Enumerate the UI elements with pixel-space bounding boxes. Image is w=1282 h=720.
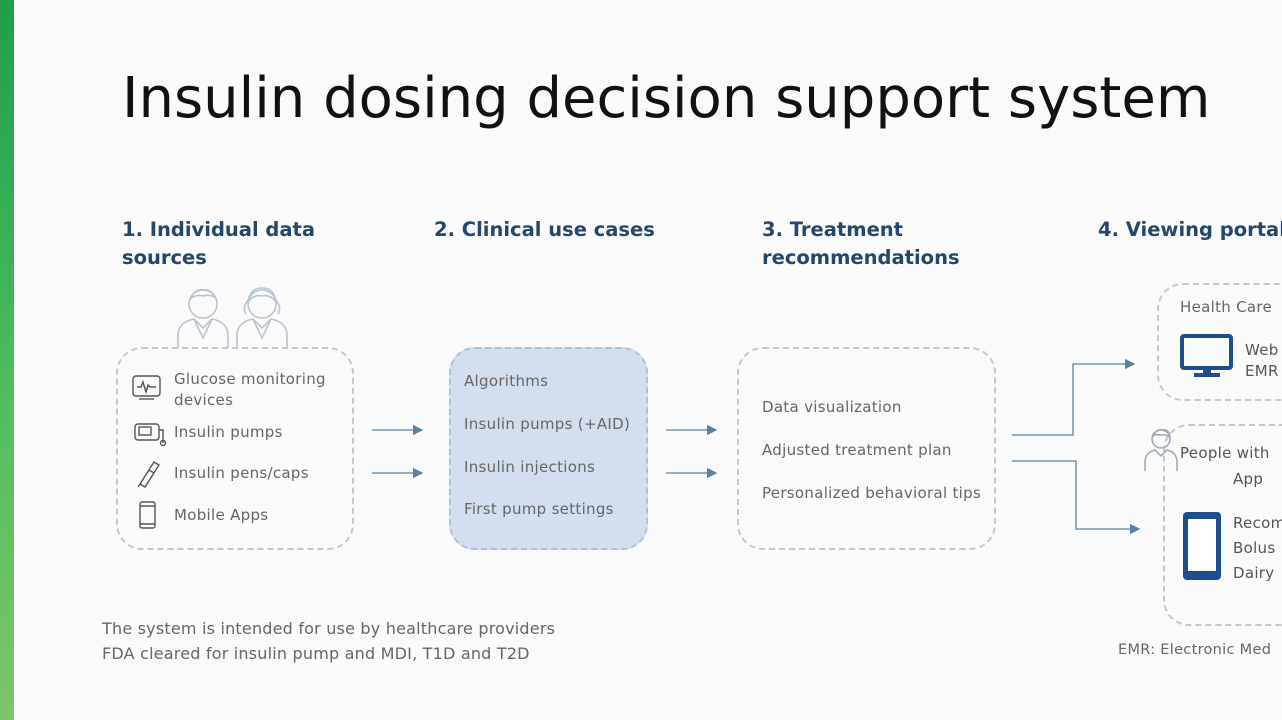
use-case-item: Insulin pumps (+AID) [464,415,631,433]
data-sources-box [116,347,354,550]
recommendation-item: Personalized behavioral tips [762,484,982,502]
note-line: The system is intended for use by health… [102,619,556,638]
mobile-phone-icon [139,501,156,529]
use-case-item: Algorithms [464,372,549,390]
item-text: App [1233,470,1264,488]
heading-treatment-recommendations: 3. Treatment recommendations [762,216,960,272]
heading-line: sources [122,246,207,269]
footer-notes: The system is intended for use by health… [102,616,555,666]
heading-line: 4. Viewing portal [1098,218,1282,241]
heading-line: 3. Treatment [762,218,903,241]
people-app-portal-box [1163,424,1282,626]
recommendation-item: Data visualization [762,398,902,416]
recommendation-item: Adjusted treatment plan [762,441,952,459]
use-case-item: First pump settings [464,500,614,518]
data-source-item: Mobile Apps [174,505,268,526]
item-text: Glucose monitoring [174,370,326,388]
heading-line: 1. Individual data [122,218,316,241]
desktop-monitor-icon [1180,334,1233,377]
item-text: Insulin pumps [174,423,283,441]
item-text: People with [1180,444,1270,462]
treatment-recommendations-box [737,347,996,550]
data-source-item: Insulin pens/caps [174,463,309,484]
insulin-pump-icon [134,423,167,447]
health-care-portal-box [1157,283,1282,401]
note-line: FDA cleared for insulin pump and MDI, T1… [102,644,530,663]
use-case-item: Insulin injections [464,458,596,476]
item-text: Dairy [1233,564,1275,582]
heading-line: 2. Clinical use cases [434,218,655,241]
people-portal-text: Recom Bolus Dairy [1233,511,1282,586]
arrow-to-people-app-portal [1012,460,1141,535]
item-text: Bolus [1233,539,1276,557]
item-text: Recom [1233,514,1282,532]
heading-line: recommendations [762,246,960,269]
emr-footnote: EMR: Electronic Med [1118,642,1272,658]
clinical-use-cases-box [449,347,648,550]
person-icon [1144,428,1178,471]
heading-individual-data-sources: 1. Individual data sources [122,216,315,272]
arrow-to-health-care-portal [1012,358,1136,436]
item-text: devices [174,391,234,409]
item-text: EMR [1245,362,1279,380]
item-text: Web [1245,341,1279,359]
heading-viewing-portal: 4. Viewing portal [1098,216,1282,244]
people-with-app-label: People with App [1180,443,1270,490]
item-text: Insulin pens/caps [174,464,309,482]
heading-clinical-use-cases: 2. Clinical use cases [434,216,655,244]
cgm-monitor-icon [132,375,161,400]
slide-title: Insulin dosing decision support system [122,66,1211,131]
item-text: Mobile Apps [174,506,269,524]
data-source-item: Glucose monitoring devices [174,369,326,411]
green-accent-strip [0,0,14,720]
smartphone-icon [1183,512,1221,580]
hcp-portal-text: Web EMR [1245,340,1279,382]
health-care-label: Health Care [1180,298,1273,316]
patients-icon [177,287,288,348]
insulin-pen-icon [137,461,160,488]
data-source-item: Insulin pumps [174,422,283,443]
